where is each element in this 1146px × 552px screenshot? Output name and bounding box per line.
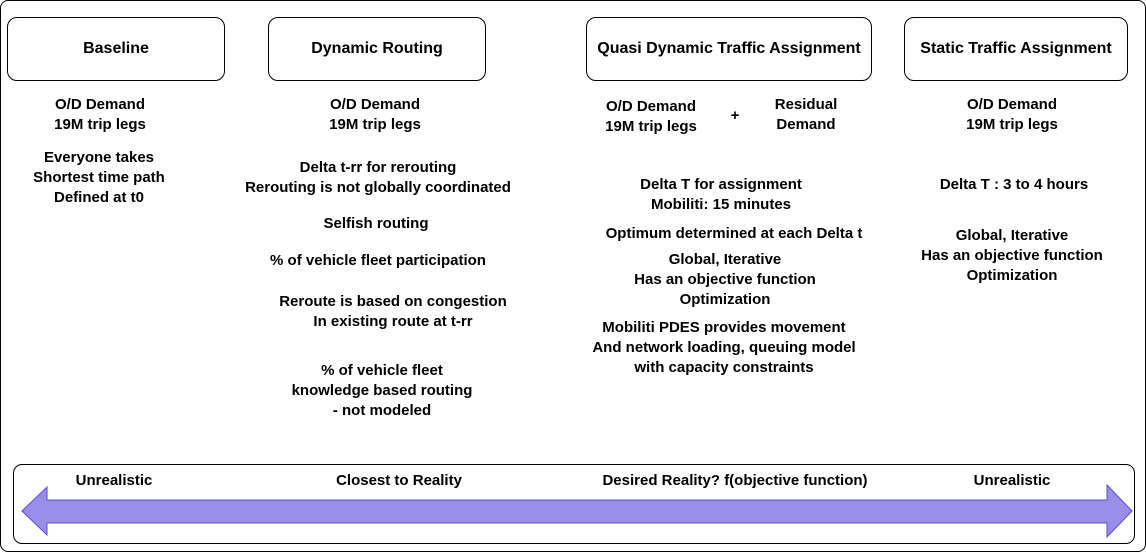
spectrum-label-desired: Desired Reality? f(objective function) <box>602 472 868 489</box>
spectrum-frame <box>13 464 1135 544</box>
quasi-dta-title: Quasi Dynamic Traffic Assignment <box>597 40 861 57</box>
quasi-dta-box: Quasi Dynamic Traffic Assignment <box>586 17 872 81</box>
quasi-global: Global, Iterative Has an objective funct… <box>634 251 816 308</box>
spectrum-label-unrealistic-right: Unrealistic <box>973 472 1051 489</box>
quasi-plus-sign: + <box>730 107 740 124</box>
static-ta-title: Static Traffic Assignment <box>920 40 1112 57</box>
baseline-demand: O/D Demand 19M trip legs <box>54 96 146 133</box>
quasi-demand: O/D Demand 19M trip legs <box>605 98 697 135</box>
quasi-optimum: Optimum determined at each Delta t <box>605 225 863 242</box>
quasi-delta-t: Delta T for assignment Mobiliti: 15 minu… <box>640 176 802 213</box>
dynamic-rerouting: Delta t-rr for rerouting Rerouting is no… <box>245 159 511 196</box>
spectrum-arrow-shape <box>21 483 1133 539</box>
static-global: Global, Iterative Has an objective funct… <box>921 227 1103 284</box>
dynamic-routing-title: Dynamic Routing <box>311 40 443 57</box>
static-ta-box: Static Traffic Assignment <box>904 17 1128 81</box>
spectrum-label-unrealistic-left: Unrealistic <box>75 472 153 489</box>
baseline-title: Baseline <box>83 40 149 57</box>
static-demand: O/D Demand 19M trip legs <box>966 96 1058 133</box>
quasi-pdes: Mobiliti PDES provides movement And netw… <box>592 319 856 376</box>
quasi-residual-demand: Residual Demand <box>774 96 838 133</box>
dynamic-demand: O/D Demand 19M trip legs <box>329 96 421 133</box>
spectrum-label-closest: Closest to Reality <box>336 472 462 489</box>
dynamic-routing-box: Dynamic Routing <box>268 17 486 81</box>
static-delta-t: Delta T : 3 to 4 hours <box>939 176 1089 193</box>
dynamic-knowledge: % of vehicle fleet knowledge based routi… <box>291 362 473 419</box>
dynamic-congestion: Reroute is based on congestion In existi… <box>279 293 507 330</box>
dynamic-participation: % of vehicle fleet participation <box>270 252 486 269</box>
baseline-behavior: Everyone takes Shortest time path Define… <box>33 149 165 206</box>
baseline-box: Baseline <box>7 17 225 81</box>
dynamic-selfish: Selfish routing <box>323 215 429 232</box>
